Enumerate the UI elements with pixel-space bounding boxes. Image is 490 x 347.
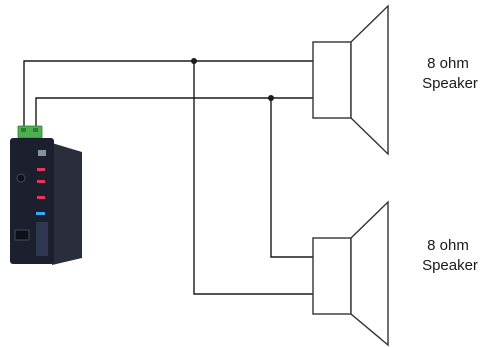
wires [23, 60, 313, 295]
wire-branch-to-speaker-2-negative [193, 61, 313, 295]
knob-icon [16, 173, 26, 183]
speaker-2-label-line1: 8 ohm [427, 237, 469, 254]
speaker-2-label-line2: Speaker [422, 257, 478, 274]
speaker-1-label-line1: 8 ohm [427, 55, 469, 72]
junction-dot [191, 58, 197, 64]
port-icon [14, 229, 30, 241]
speaker-1-label-line2: Speaker [422, 75, 478, 92]
amplifier-device [10, 125, 82, 265]
device-label-mark [38, 150, 46, 156]
speaker-cone [350, 200, 389, 347]
speaker-cone [350, 4, 389, 156]
speaker-1 [312, 4, 389, 156]
led-red-icon [37, 180, 45, 183]
speaker-magnet [312, 41, 352, 119]
terminal-screw [21, 128, 26, 132]
wire-negative [35, 97, 313, 132]
led-red-icon [37, 168, 45, 171]
junction-dot [268, 95, 274, 101]
device-side-panel [52, 143, 82, 265]
speaker-2 [312, 200, 389, 347]
wire-branch-to-speaker-2-positive [270, 98, 313, 258]
device-label-strip [36, 222, 48, 256]
speaker-magnet [312, 237, 352, 315]
led-blue-icon [36, 212, 45, 215]
terminal-screw [33, 128, 38, 132]
wire-positive [23, 60, 313, 128]
led-red-icon [37, 196, 45, 199]
